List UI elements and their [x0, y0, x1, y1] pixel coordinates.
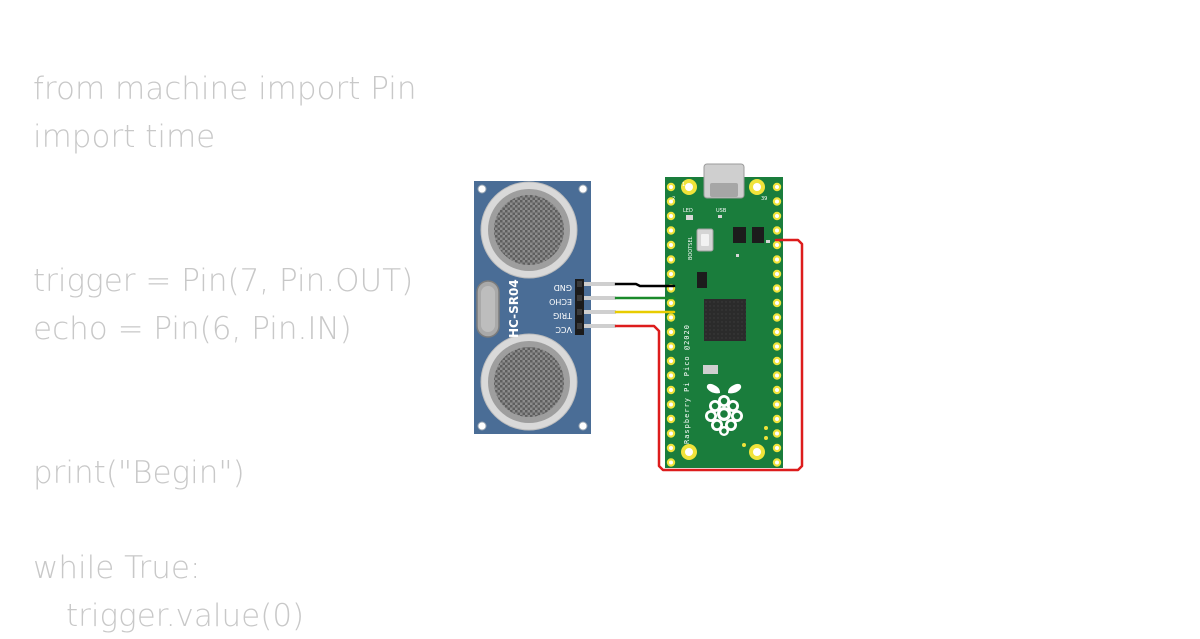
bootsel-button-face — [701, 234, 709, 246]
test-pad — [764, 426, 768, 430]
gpio-pad-hole — [669, 214, 673, 218]
gpio-pad-hole — [669, 460, 673, 465]
gpio-pad-hole — [775, 373, 779, 378]
pin-number-39: 39 — [761, 196, 767, 202]
gpio-pad-hole — [669, 199, 673, 204]
gpio-pad-hole — [669, 286, 673, 291]
gpio-pad-hole — [669, 228, 673, 233]
code-line: print("Begin") — [33, 455, 245, 491]
gpio-pad-hole — [669, 243, 673, 247]
pin-label-trig: TRIG — [553, 311, 573, 320]
gpio-pad-hole — [775, 460, 779, 465]
status-led — [686, 215, 693, 220]
mounting-hole — [477, 421, 487, 431]
gpio-pad-hole — [775, 417, 779, 421]
pin-gnd[interactable] — [584, 282, 616, 286]
pin-label-echo: ECHO — [549, 297, 572, 306]
usb-label: USB — [716, 208, 727, 214]
gpio-pad-hole — [775, 344, 779, 349]
pin-label-gnd: GND — [554, 283, 572, 292]
wires — [614, 238, 804, 472]
pin-label-vcc: VCC — [555, 325, 572, 334]
raspberry-logo-icon — [705, 383, 743, 436]
gpio-pad-hole — [669, 373, 673, 378]
gpio-pad-hole — [775, 359, 779, 363]
mounting-hole — [578, 421, 588, 431]
bootsel-label: BOOTSEL — [688, 236, 694, 260]
component — [718, 215, 722, 218]
mounting-hole — [753, 448, 761, 456]
pin-number-2: 2 — [672, 196, 675, 202]
mounting-hole — [753, 183, 761, 191]
gpio-pad-hole — [669, 301, 673, 305]
code-line: echo = Pin(6, Pin.IN) — [33, 311, 352, 347]
gpio-pad-hole — [775, 315, 779, 320]
gpio-pad-hole — [775, 228, 779, 233]
flash-chip — [703, 365, 718, 374]
component — [697, 272, 707, 288]
pin-number-1: 1 — [682, 182, 685, 188]
gpio-pad-hole — [775, 243, 779, 247]
sensor-header — [575, 279, 616, 335]
code-line: while True: — [33, 550, 201, 586]
pin-vcc[interactable] — [584, 324, 616, 328]
gpio-pad-hole — [775, 185, 779, 189]
gpio-pad-hole — [669, 388, 673, 392]
gpio-pad-hole — [669, 344, 673, 349]
code-line: import time — [33, 119, 216, 155]
gpio-pad-hole — [775, 286, 779, 291]
raspberry-pi-pico[interactable]: 2 39 LED USB 1 BOOTSEL — [665, 163, 783, 468]
transducer-top — [480, 181, 578, 279]
component — [752, 227, 764, 243]
wire-gnd[interactable] — [614, 282, 676, 288]
gpio-pad-hole — [669, 257, 673, 262]
gpio-pad-hole — [669, 417, 673, 421]
gpio-pad-hole — [775, 330, 779, 334]
gpio-pad-hole — [775, 402, 779, 407]
code-line: trigger = Pin(7, Pin.OUT) — [33, 263, 414, 299]
mounting-hole — [685, 183, 693, 191]
component — [733, 227, 746, 243]
mounting-hole — [685, 448, 693, 456]
test-pad — [764, 436, 768, 440]
mounting-hole — [578, 184, 588, 194]
gpio-pad-hole — [669, 359, 673, 363]
gpio-pad-hole — [669, 185, 673, 189]
gpio-pad-hole — [775, 272, 779, 276]
pin-trig[interactable] — [584, 310, 616, 314]
gpio-pads — [666, 182, 782, 467]
gpio-pad-hole — [669, 330, 673, 334]
gpio-pad-hole — [775, 301, 779, 305]
gpio-pad-hole — [775, 257, 779, 262]
gpio-pad-hole — [775, 214, 779, 218]
mounting-hole — [477, 184, 487, 194]
gpio-pad-hole — [669, 402, 673, 407]
led-label: LED — [683, 208, 693, 214]
gpio-pad-hole — [775, 446, 779, 450]
gpio-pad-hole — [669, 431, 673, 436]
gpio-pad-hole — [775, 388, 779, 392]
board-name: Raspberry Pi Pico @2020 — [683, 324, 691, 444]
gpio-pad-hole — [669, 272, 673, 276]
component — [736, 254, 739, 257]
wire-vcc[interactable] — [614, 238, 804, 472]
crystal-highlight — [481, 286, 495, 332]
code-line: trigger.value(0) — [66, 598, 305, 634]
hc-sr04-sensor[interactable]: HC-SR04 GND ECHO TRIG VCC — [474, 181, 616, 434]
component — [766, 240, 770, 243]
gpio-pad-hole — [775, 199, 779, 204]
code-line: from machine import Pin — [33, 71, 417, 107]
rp2040-chip — [704, 299, 746, 341]
gpio-pad-hole — [669, 446, 673, 450]
usb-connector[interactable] — [703, 163, 745, 199]
gpio-pad-hole — [669, 315, 673, 320]
transducer-bottom — [480, 333, 578, 431]
gpio-pad-hole — [775, 431, 779, 436]
sensor-title: HC-SR04 — [507, 279, 521, 338]
test-pad — [742, 443, 746, 447]
pin-echo[interactable] — [584, 296, 616, 300]
